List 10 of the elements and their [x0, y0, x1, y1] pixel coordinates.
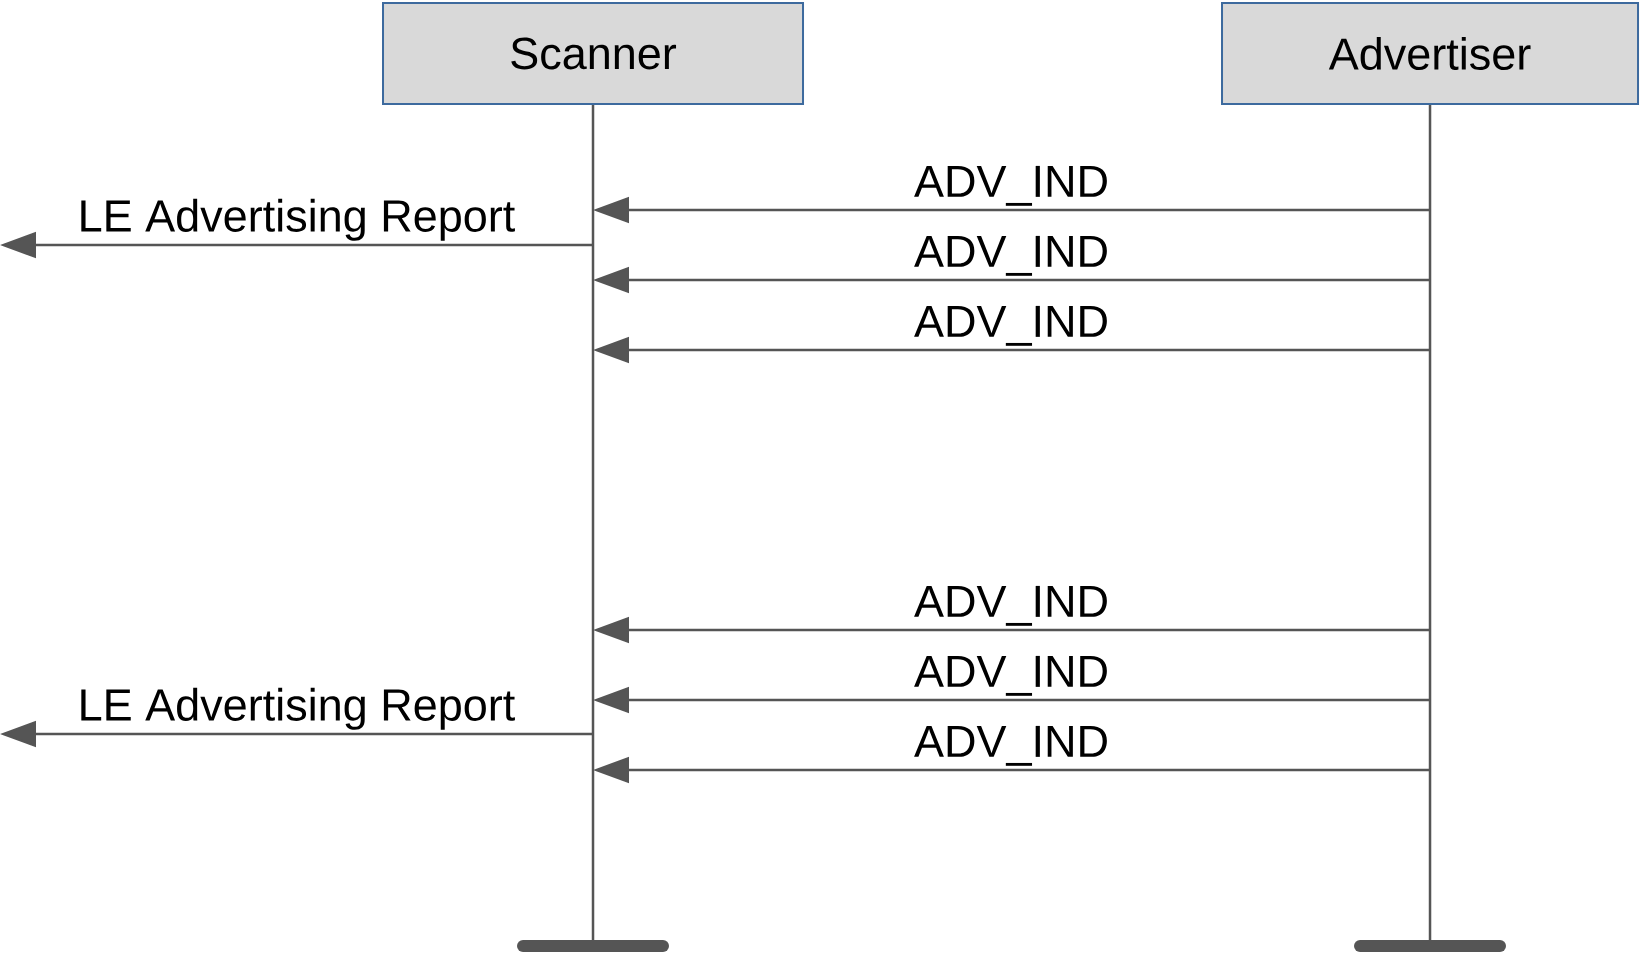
participant-box: Advertiser: [1221, 2, 1639, 105]
message-label: ADV_IND: [914, 305, 1107, 346]
message-label: ADV_IND: [914, 725, 1107, 766]
message-label: LE Advertising Report: [81, 687, 515, 730]
participant-box: Scanner: [382, 2, 804, 105]
message-label: ADV_IND: [914, 235, 1107, 276]
message-label: ADV_IND: [914, 655, 1107, 696]
message-label: LE Advertising Report: [81, 198, 515, 241]
message-label: ADV_IND: [914, 585, 1107, 626]
message-label: ADV_IND: [914, 165, 1107, 206]
